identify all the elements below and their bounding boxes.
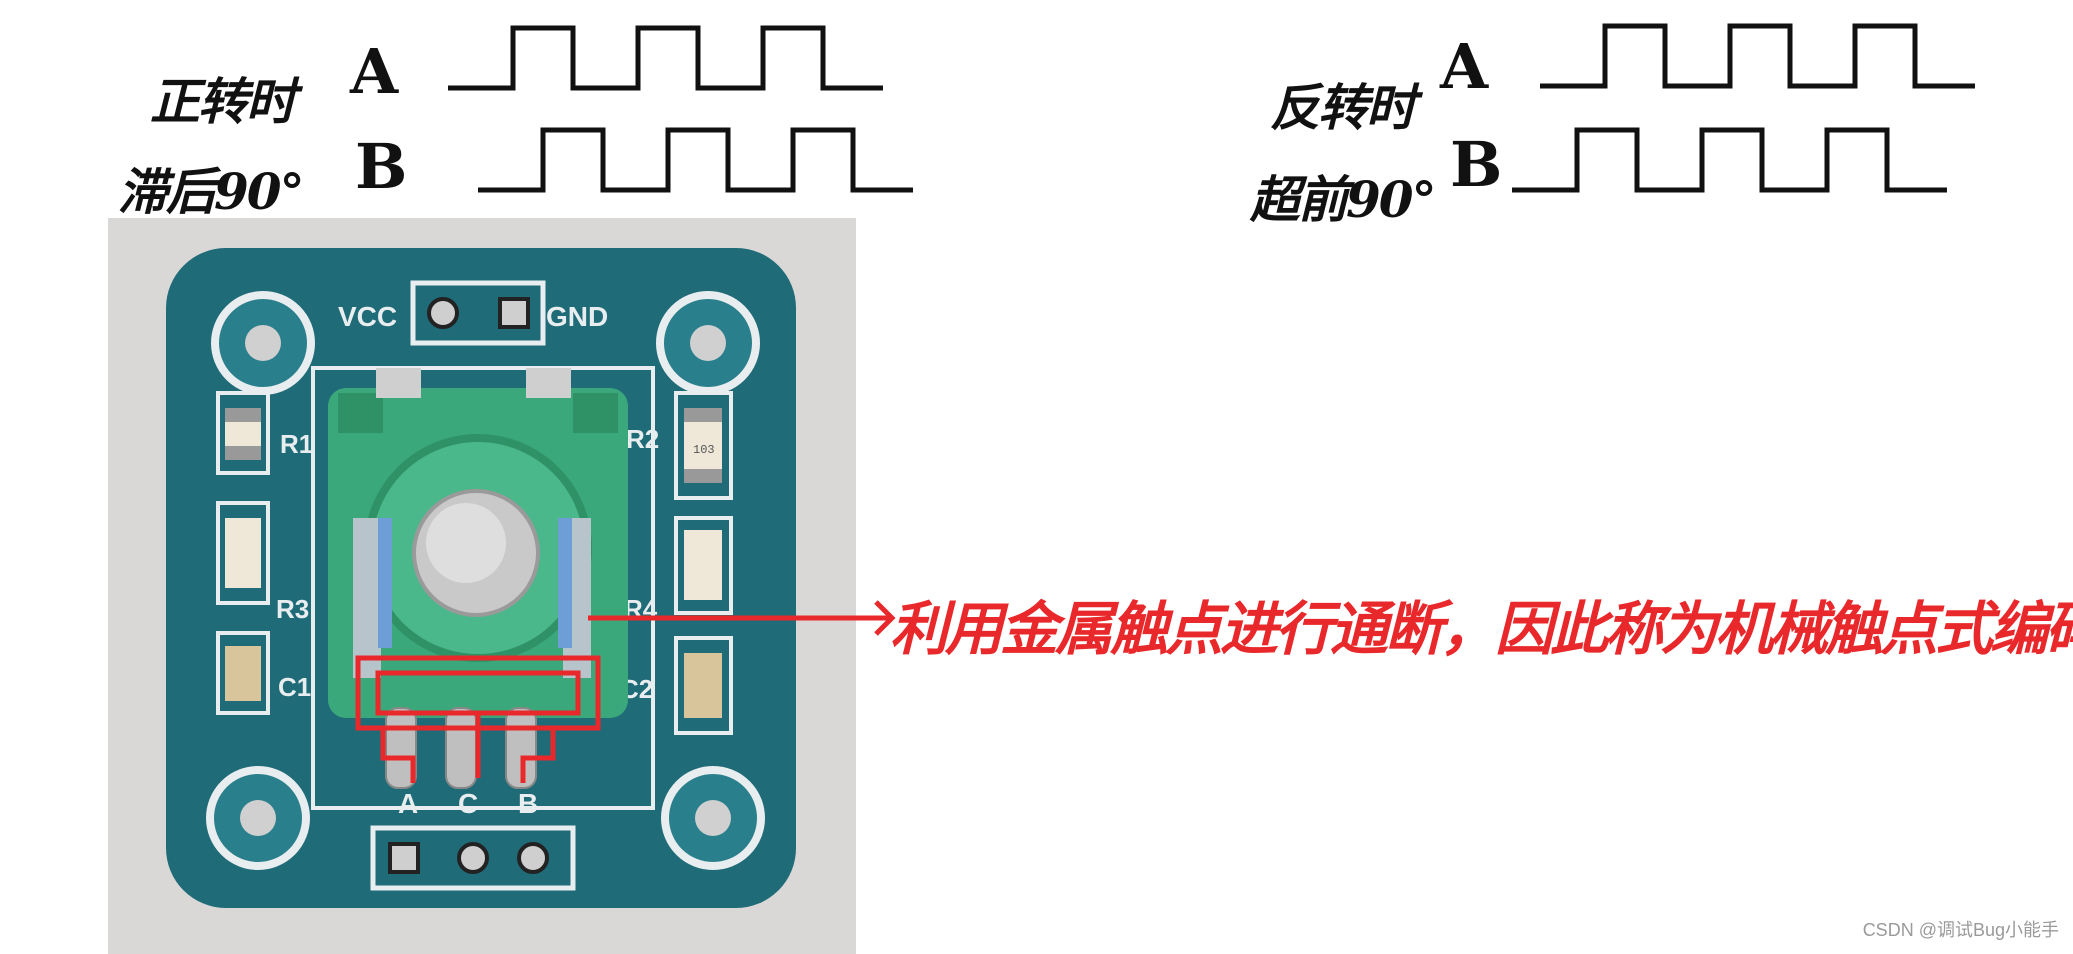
reverse-waveform-a (1540, 23, 1975, 89)
label-pin-c: C (458, 788, 478, 819)
forward-waveform-a (448, 25, 883, 91)
contact-highlight (355, 655, 601, 783)
label-pin-a: A (398, 788, 418, 819)
reverse-waveform-b (1512, 127, 1947, 193)
reverse-signal-b-label: B (1450, 128, 1503, 201)
right-components (674, 391, 733, 735)
forward-waveform-b (478, 127, 913, 193)
left-components (216, 391, 270, 715)
reverse-signal-a-label: A (1440, 30, 1489, 103)
encoder-board-photo: VCC GND R1 R3 C1 R2 R4 C2 103 (108, 218, 856, 954)
forward-note: 滞后90° (118, 162, 305, 221)
annotation-text: 利用金属触点进行通断，因此称为机械触点式编码器 (890, 595, 2073, 663)
watermark: CSDN @调试Bug小能手 (1862, 920, 2059, 940)
label-r2: R2 (626, 424, 659, 454)
label-c1: C1 (278, 672, 311, 702)
reverse-note: 超前90° (1250, 170, 1437, 229)
label-r1: R1 (280, 429, 313, 459)
annotation-arrow (856, 600, 896, 636)
forward-signal-a-label: A (350, 35, 399, 108)
encoder-pins (385, 707, 537, 789)
label-gnd: GND (546, 301, 608, 332)
label-vcc: VCC (338, 301, 397, 332)
forward-signal-b-label: B (355, 130, 408, 203)
resistor-code: 103 (693, 443, 715, 457)
reverse-title: 反转时 (1270, 78, 1416, 137)
label-r3: R3 (276, 594, 309, 624)
forward-title: 正转时 (150, 72, 296, 131)
label-pin-b: B (518, 788, 538, 819)
